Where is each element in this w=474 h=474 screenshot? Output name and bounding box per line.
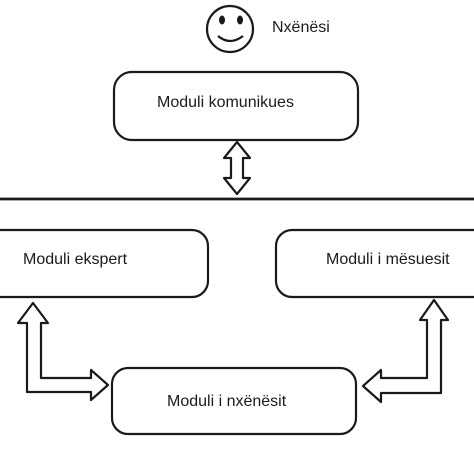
teacher-module-box	[274, 228, 474, 299]
communication-double-arrow	[222, 140, 252, 196]
expert-student-arrow	[16, 301, 110, 402]
student-module-box	[110, 366, 358, 436]
student-label: Nxënësi	[272, 19, 330, 36]
teacher-student-arrow	[361, 298, 450, 404]
smiley-face-icon	[205, 4, 255, 54]
student-module-label: Moduli i nxënësit	[167, 393, 287, 410]
communication-module-label: Moduli komunikues	[157, 94, 294, 111]
expert-module-label: Moduli ekspert	[23, 251, 128, 268]
expert-module-box	[0, 228, 210, 299]
teacher-module-label: Moduli i mësuesit	[326, 251, 450, 268]
communication-module-box	[112, 70, 360, 142]
